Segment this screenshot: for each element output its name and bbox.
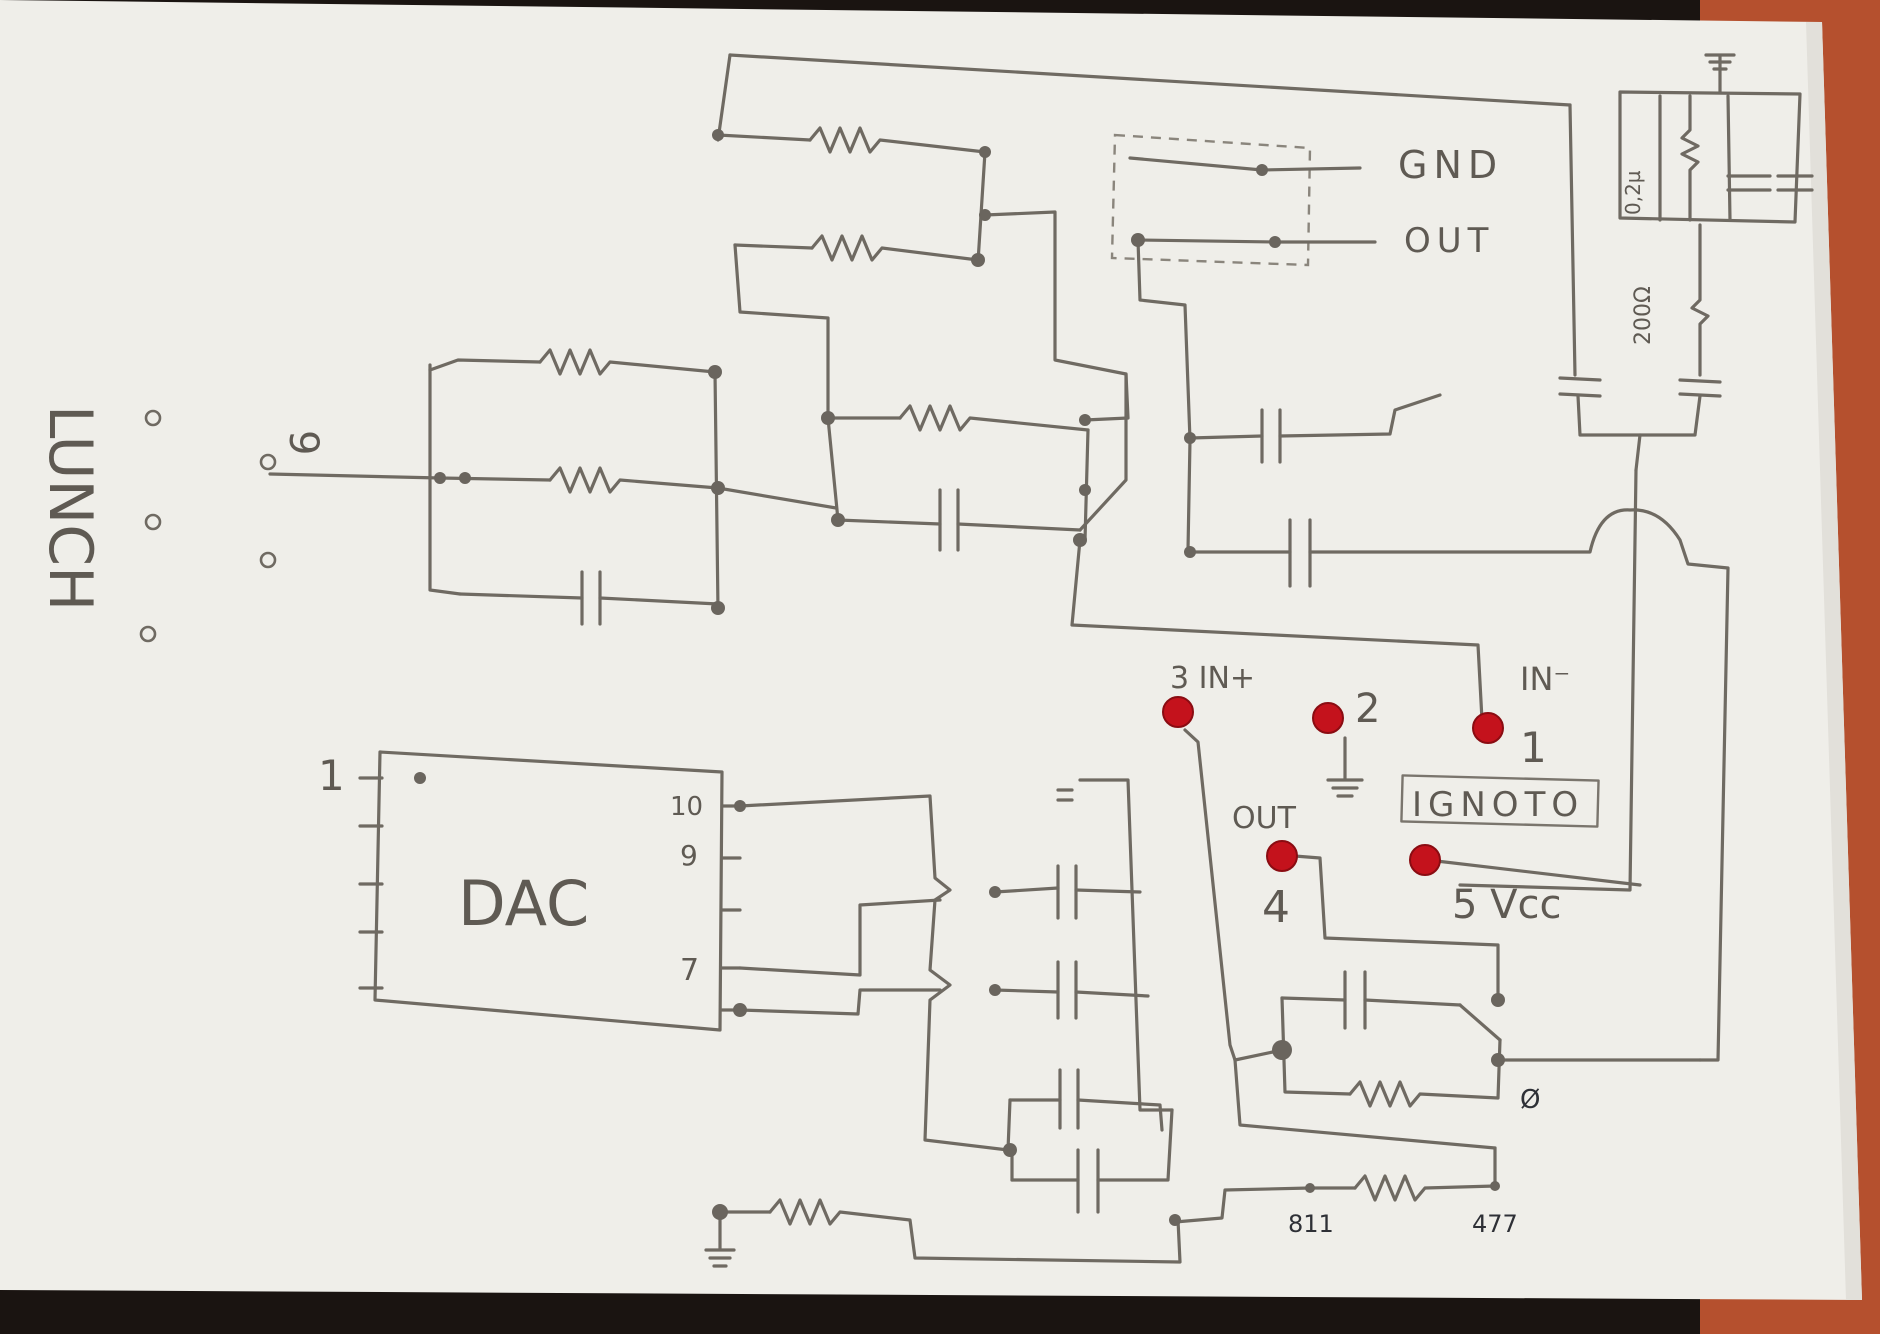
ignoto-box: [1400, 774, 1600, 828]
pad-4-out: [1266, 840, 1298, 872]
dac-output-network: [738, 778, 1174, 1214]
paper-sheet: [0, 0, 1862, 1300]
pad-1-label: 1: [1520, 723, 1547, 772]
in-plus-label: 3 IN+: [1170, 661, 1255, 696]
output-module: [1110, 133, 1730, 1062]
cap-value-label: 0,2µ: [1621, 170, 1645, 215]
ignoto-label: IGNOTO: [1412, 785, 1584, 825]
left-input-network: [268, 348, 838, 626]
val-477-label: 477: [1472, 1210, 1518, 1238]
pin-9-label: 9: [280, 430, 326, 455]
pad-4-label: 4: [1262, 882, 1290, 933]
out-top-label: OUT: [1404, 221, 1494, 261]
supply-filter: [1458, 53, 1814, 892]
dac-chip: [358, 750, 742, 1032]
paper-edge: [1806, 22, 1862, 1300]
out-pad-label: OUT: [1232, 801, 1297, 836]
pad-1-in-minus: [1472, 712, 1504, 744]
dac-pin-9-label: 9: [680, 839, 698, 872]
pad-2-label: 2: [1355, 686, 1380, 732]
pad-5vcc: [1409, 844, 1441, 876]
pad-2: [1312, 702, 1344, 734]
val-811-label: 811: [1288, 1210, 1334, 1238]
dac-pin-1-label: 1: [318, 751, 345, 800]
vertical-title: LUNCH: [35, 405, 105, 611]
mount-holes: [139, 409, 277, 643]
connector-pads: [1162, 696, 1504, 876]
vcc-label: 5 Vcc: [1452, 882, 1562, 928]
in-minus-label: IN⁻: [1520, 660, 1570, 698]
ground-zero-mark: Ø: [1520, 1085, 1540, 1115]
bottom-resistor-chain: [704, 1058, 1497, 1268]
r-200-label: 200Ω: [1631, 286, 1656, 345]
dac-label: DAC: [458, 867, 589, 940]
feedback-block: [1183, 728, 1702, 1108]
dac-pin-7-label: 7: [680, 953, 699, 988]
pad-3-in-plus: [1162, 696, 1194, 728]
dac-pin-10-label: 10: [670, 792, 703, 822]
gnd-label: GND: [1398, 143, 1503, 187]
junction-dots: [434, 129, 1505, 1226]
